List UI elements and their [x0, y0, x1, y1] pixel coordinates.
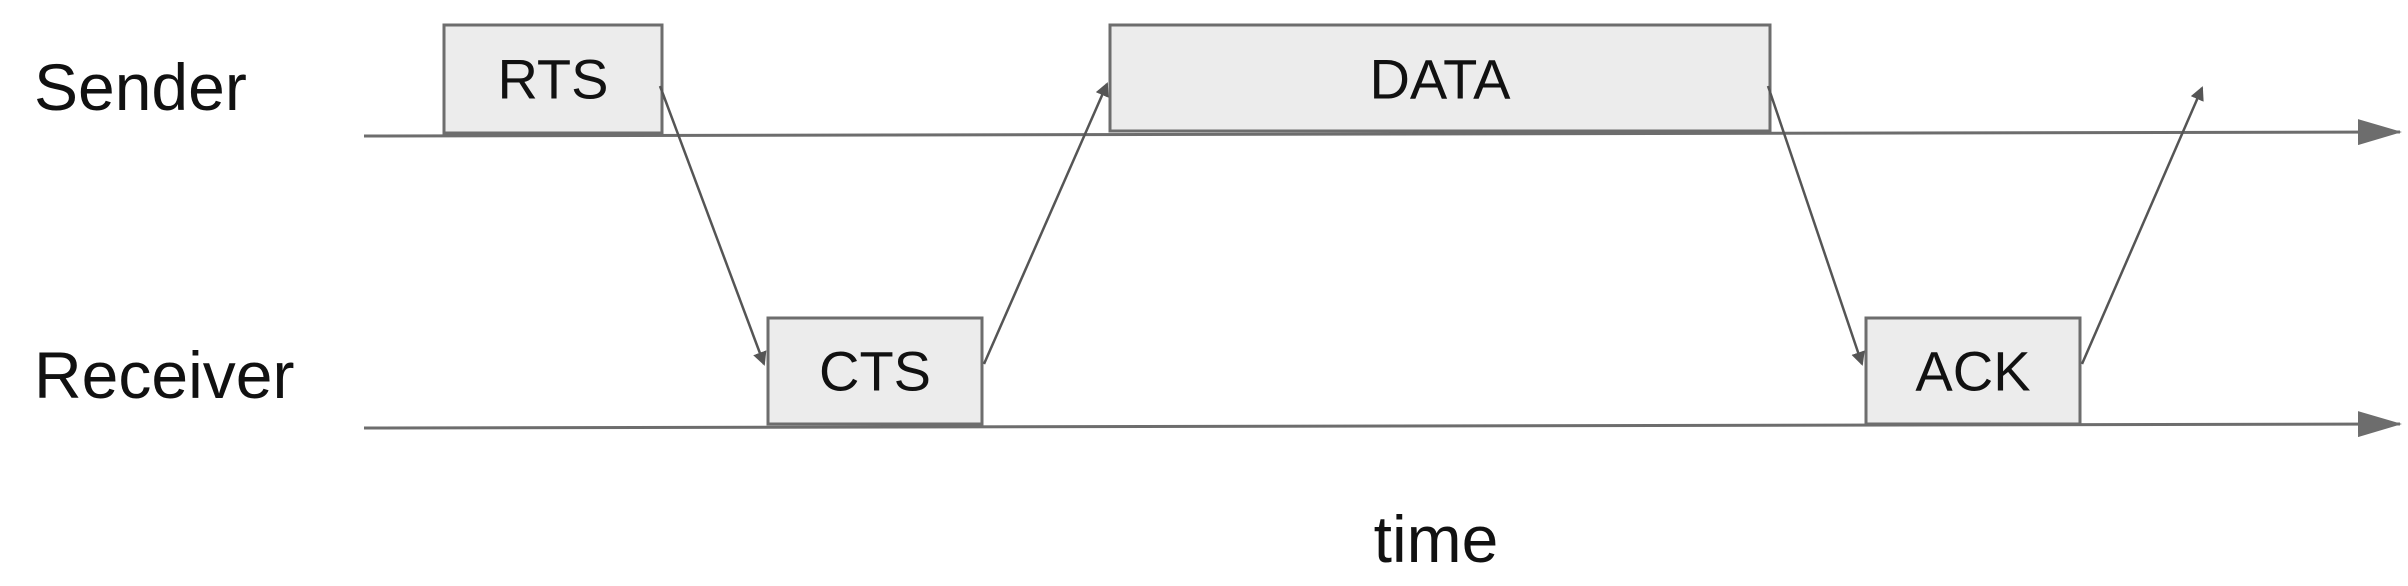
- sender-lane-label: Sender: [34, 50, 247, 124]
- receiver-timeline: [363, 411, 2402, 438]
- data-frame: DATA: [1108, 23, 1772, 133]
- sender-timeline: [363, 119, 2402, 146]
- data-frame-label: DATA: [1369, 48, 1511, 111]
- rts-to-cts-arrow: [658, 85, 767, 366]
- rts-frame-box: [442, 23, 664, 135]
- ack-frame-box: [1864, 316, 2082, 426]
- ack-frame: ACK: [1864, 316, 2082, 426]
- receiver-lane-label: Receiver: [34, 338, 294, 412]
- cts-frame-box: [766, 316, 984, 426]
- cts-frame: CTS: [766, 316, 984, 426]
- ack-to-sender-arrow: [2080, 86, 2204, 365]
- ack-frame-label: ACK: [1915, 340, 2030, 403]
- rts-frame-label: RTS: [498, 48, 609, 111]
- data-to-ack-arrow: [1766, 85, 1865, 366]
- cts-frame-label: CTS: [819, 340, 931, 403]
- rts-frame: RTS: [442, 23, 664, 135]
- data-frame-box: [1108, 23, 1772, 133]
- cts-to-data-arrow: [982, 82, 1109, 365]
- time-axis-label: time: [1374, 502, 1499, 576]
